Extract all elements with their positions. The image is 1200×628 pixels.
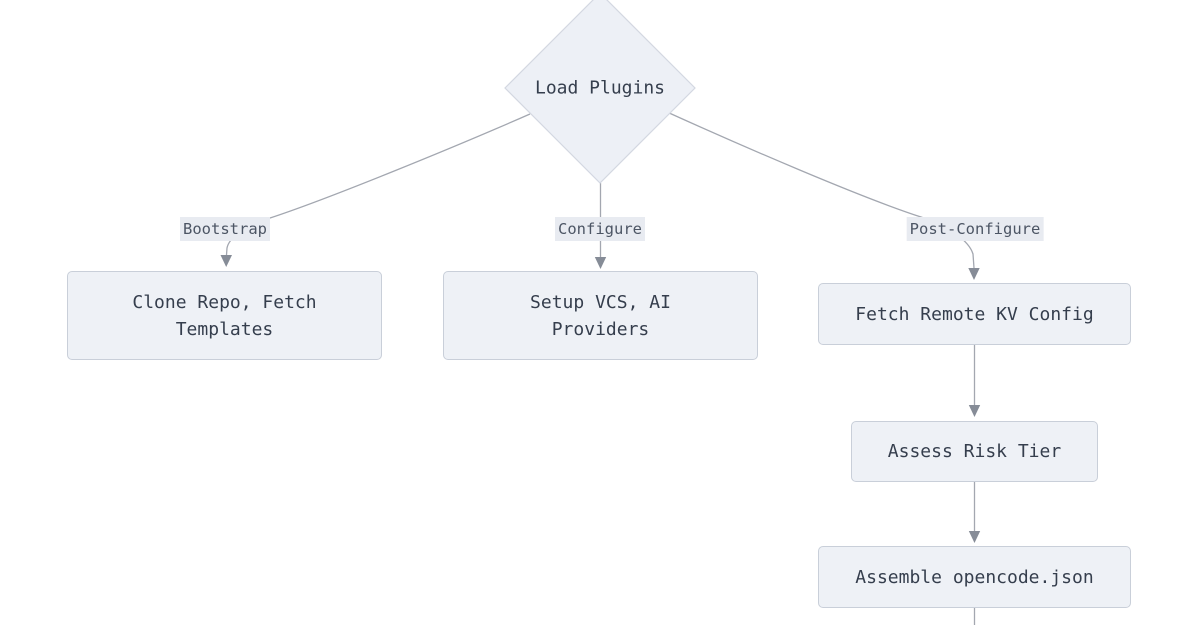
arrowhead-assess-to-assemble	[968, 531, 981, 543]
node-load-plugins-label: Load Plugins	[534, 77, 666, 99]
node-setup-vcs: Setup VCS, AI Providers	[443, 271, 758, 360]
edge-label-bootstrap: Bootstrap	[180, 217, 270, 241]
arrowhead-post-configure	[968, 268, 980, 280]
edge-bootstrap	[225, 113, 531, 256]
edge-post-configure	[666, 111, 975, 269]
node-clone-repo: Clone Repo, Fetch Templates	[67, 271, 382, 360]
edge-label-configure: Configure	[555, 217, 645, 241]
edge-label-post-configure: Post-Configure	[906, 217, 1044, 241]
arrowhead-fetch-to-assess	[968, 405, 981, 417]
decision-node-shape	[504, 0, 696, 184]
node-assemble-opencode-json: Assemble opencode.json	[818, 546, 1131, 608]
node-assess-risk-tier: Assess Risk Tier	[851, 421, 1098, 482]
arrowhead-configure	[594, 257, 607, 269]
node-fetch-remote-kv-config: Fetch Remote KV Config	[818, 283, 1131, 345]
arrowhead-bootstrap	[220, 255, 232, 267]
